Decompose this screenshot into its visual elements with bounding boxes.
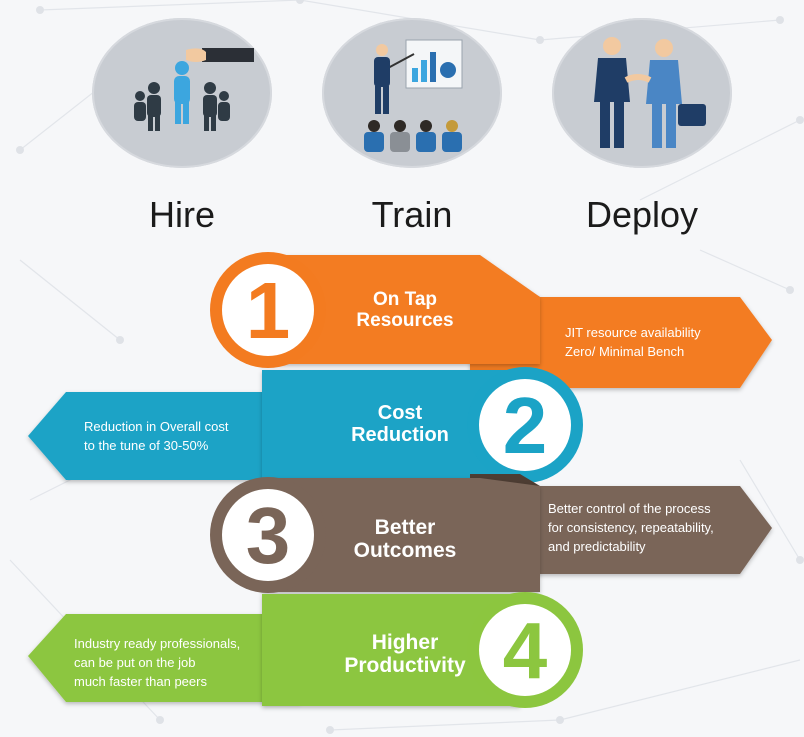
train-icon xyxy=(364,39,463,152)
step-4-title-line-2: Productivity xyxy=(344,654,466,678)
step-3-description: Better control of the process for consis… xyxy=(548,500,758,557)
step-1-desc-line-1: JIT resource availability xyxy=(565,325,701,340)
train-label: Train xyxy=(371,194,453,235)
deploy-label: Deploy xyxy=(585,194,699,235)
step-2-desc-line-2: to the tune of 30-50% xyxy=(84,437,209,453)
step-2-title-line-1: Cost xyxy=(377,402,423,424)
step-2-desc-line-1: Reduction in Overall cost xyxy=(84,419,229,434)
step-4-title: Higher Productivity xyxy=(330,631,480,677)
step-1-desc-line-2: Zero/ Minimal Bench xyxy=(565,343,685,359)
step-4-banner xyxy=(28,592,583,708)
step-3-desc-line-3: and predictability xyxy=(548,538,646,554)
step-2-title-line-2: Reduction xyxy=(351,424,449,446)
step-3-number: 3 xyxy=(246,491,291,580)
step-4-desc-line-1: Industry ready professionals, xyxy=(74,636,241,651)
step-3-title-line-2: Outcomes xyxy=(353,539,457,563)
step-1-description: JIT resource availability Zero/ Minimal … xyxy=(565,324,755,362)
step-1-banner xyxy=(210,252,772,388)
step-3-desc-line-2: for consistency, repeatability, xyxy=(548,519,714,535)
train-stage-circle xyxy=(322,18,502,168)
step-2-banner xyxy=(28,367,583,483)
step-4-title-line-1: Higher xyxy=(371,631,439,654)
step-3-title: Better Outcomes xyxy=(330,516,480,562)
step-1-title: On Tap Resources xyxy=(340,289,470,332)
step-2-number: 2 xyxy=(503,381,548,470)
hire-stage-circle xyxy=(92,18,272,168)
step-4-number: 4 xyxy=(503,606,548,695)
step-1-title-line-2: Resources xyxy=(356,309,454,331)
step-4-desc-line-3: much faster than peers xyxy=(74,673,207,689)
step-3-desc-line-1: Better control of the process xyxy=(548,501,711,516)
step-4-description: Industry ready professionals, can be put… xyxy=(74,635,284,692)
hire-label: Hire xyxy=(148,194,215,235)
step-1-title-line-1: On Tap xyxy=(372,289,438,310)
deploy-stage-circle xyxy=(552,18,732,168)
step-1-number: 1 xyxy=(246,266,291,355)
step-3-banner xyxy=(210,474,772,593)
step-4-desc-line-2: can be put on the job xyxy=(74,654,196,670)
step-2-title: Cost Reduction xyxy=(330,402,470,446)
step-2-description: Reduction in Overall cost to the tune of… xyxy=(84,418,274,456)
step-3-title-line-1: Better xyxy=(374,516,436,539)
hire-icon xyxy=(134,48,254,131)
deploy-icon xyxy=(594,37,706,148)
